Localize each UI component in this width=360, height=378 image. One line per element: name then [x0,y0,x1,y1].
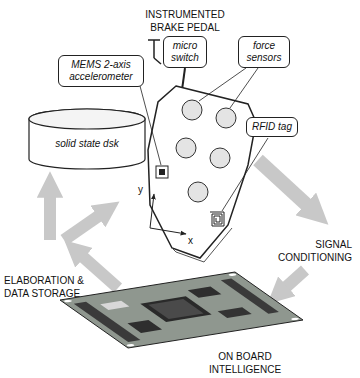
stage-label: ON BOARD INTELLIGENCE [205,350,285,376]
cylinder-top [29,109,145,129]
callout-box: RFID tag [246,117,298,137]
axis-label: y [138,183,148,196]
force-sensor-circles [176,100,236,202]
stage-label: ELABORATION & DATA STORAGE [4,274,94,300]
rfid-antenna [210,212,224,226]
callout-box: micro switch [163,36,207,68]
callout-box: force sensors [238,36,290,68]
flow-arrow [285,270,305,288]
node-text: force sensors [242,40,286,64]
axis-label: x [188,234,198,247]
axes [150,194,186,234]
accelerometer-chip [156,166,168,178]
flow-arrow [258,160,308,206]
circuit-board [60,272,303,348]
leader-lines [140,68,268,211]
disk-cylinder: solid state dsk [28,108,146,170]
flow-arrow [82,256,118,288]
flow-arrow [44,195,56,240]
flow-arrow [64,215,100,240]
node-text: micro switch [167,40,203,64]
brake-pedal [148,86,256,258]
callout-box: MEMS 2-axis accelerometer [58,55,144,87]
cylinder-body [29,109,145,169]
node-text: solid state dsk [28,138,146,150]
pedal-arm [182,68,185,90]
stage-label: SIGNAL CONDITIONING [268,238,352,264]
node-text: MEMS 2-axis accelerometer [62,59,140,83]
node-text: RFID tag [250,121,294,133]
switch-symbol [148,40,161,64]
title-label: INSTRUMENTED BRAKE PEDAL [140,8,230,34]
